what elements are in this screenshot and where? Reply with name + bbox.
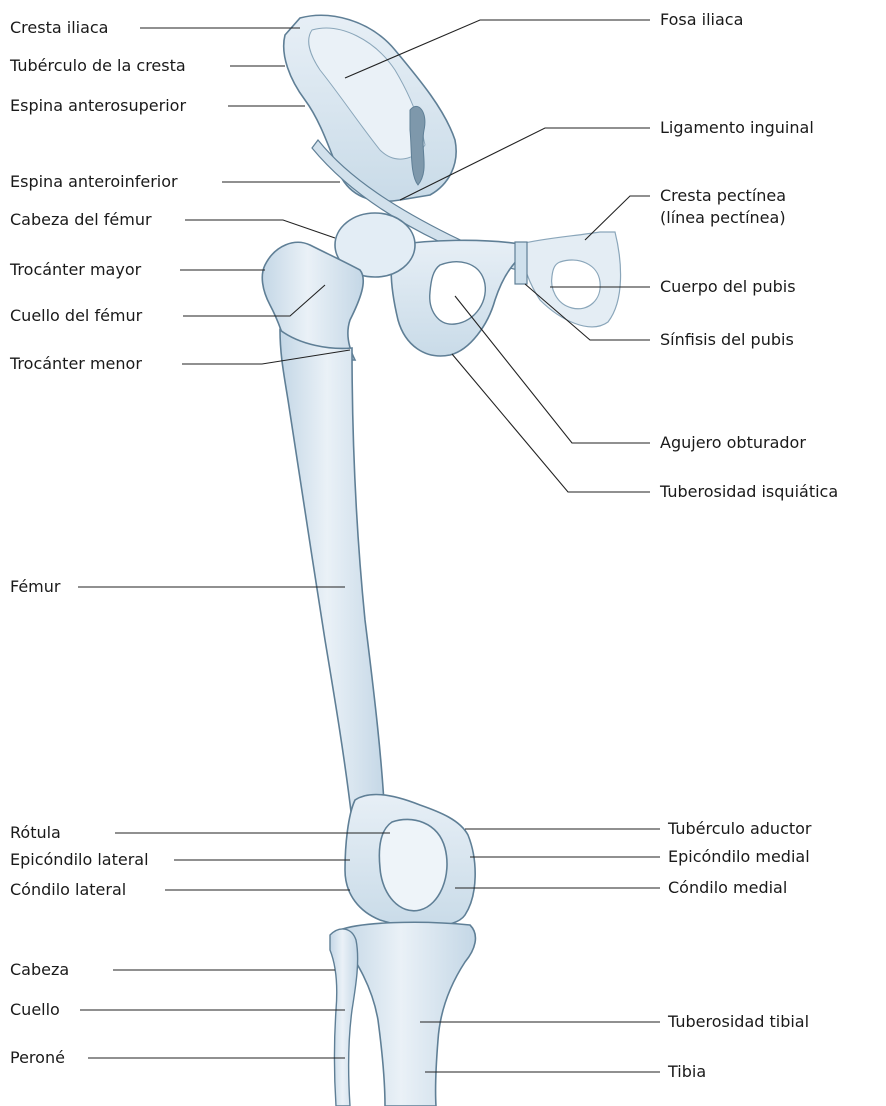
label-condilo-lateral: Cóndilo lateral [10, 880, 126, 900]
leader-trocanter-menor [182, 350, 350, 364]
label-rotula: Rótula [10, 823, 61, 843]
leader-sinfisis-pubis [525, 284, 650, 340]
label-epicondilo-medial: Epicóndilo medial [668, 847, 810, 867]
leader-tuberosidad-isquiatica [452, 354, 650, 492]
label-tibia: Tibia [668, 1062, 706, 1082]
label-fosa-iliaca: Fosa iliaca [660, 10, 743, 30]
label-cuerpo-pubis: Cuerpo del pubis [660, 277, 796, 297]
label-perone: Peroné [10, 1048, 65, 1068]
label-tuberculo-aductor: Tubérculo aductor [668, 819, 812, 839]
label-tuberosidad-isquiatica: Tuberosidad isquiática [660, 482, 838, 502]
label-trocanter-mayor: Trocánter mayor [10, 260, 141, 280]
label-cabeza: Cabeza [10, 960, 69, 980]
label-femur: Fémur [10, 577, 60, 597]
label-cabeza-femur: Cabeza del fémur [10, 210, 152, 230]
leader-cuello-femur [183, 285, 325, 316]
leader-ligamento-inguinal [400, 128, 650, 200]
label-cresta-iliaca: Cresta iliaca [10, 18, 108, 38]
label-epicondilo-lateral: Epicóndilo lateral [10, 850, 149, 870]
label-trocanter-menor: Trocánter menor [10, 354, 142, 374]
label-agujero-obturador: Agujero obturador [660, 433, 806, 453]
label-condilo-medial: Cóndilo medial [668, 878, 787, 898]
leader-fosa-iliaca [345, 20, 650, 78]
leader-cabeza-femur [185, 220, 335, 238]
label-tuberosidad-tibial: Tuberosidad tibial [668, 1012, 809, 1032]
label-cuello-femur: Cuello del fémur [10, 306, 142, 326]
label-espina-anterosuperior: Espina anterosuperior [10, 96, 186, 116]
label-cuello: Cuello [10, 1000, 60, 1020]
leader-cresta-pectinea [585, 196, 650, 240]
label-espina-anteroinferior: Espina anteroinferior [10, 172, 178, 192]
label-cresta-pectinea-line2: (línea pectínea) [660, 208, 786, 228]
label-sinfisis-pubis: Sínfisis del pubis [660, 330, 794, 350]
label-cresta-pectinea-line1: Cresta pectínea [660, 186, 786, 206]
label-ligamento-inguinal: Ligamento inguinal [660, 118, 814, 138]
leader-agujero-obturador [455, 296, 650, 443]
label-tuberculo-cresta: Tubérculo de la cresta [10, 56, 186, 76]
